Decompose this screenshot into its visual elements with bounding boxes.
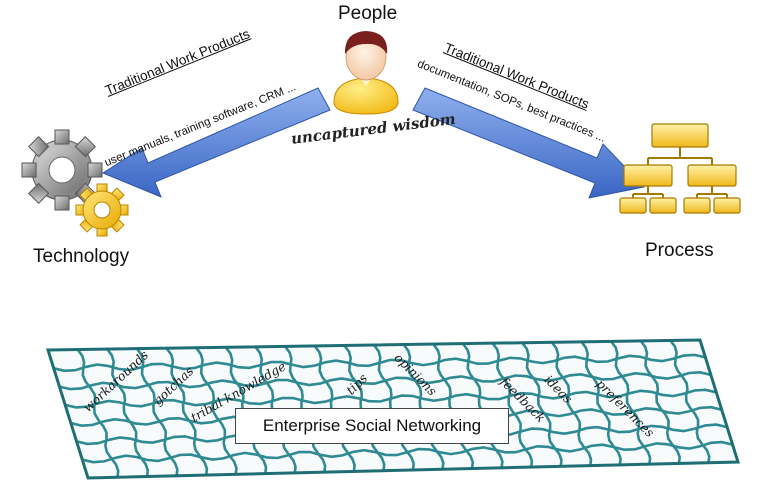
net-column-strand: [520, 341, 563, 468]
net-column-strand: [432, 342, 475, 470]
process-label: Process: [645, 240, 714, 261]
net-column-strand: [461, 342, 504, 470]
net-column-strand: [194, 346, 238, 476]
right-arrow: [412, 87, 645, 199]
net-column-strand: [491, 341, 534, 469]
net-column-strand: [550, 341, 593, 467]
net-column-strand: [372, 343, 416, 472]
people-label: People: [338, 3, 398, 24]
net-column-strand: [76, 348, 120, 479]
left-arrow: [101, 87, 331, 198]
technology-label: Technology: [33, 246, 130, 267]
net-column-strand: [135, 347, 179, 478]
net-column-strand: [106, 347, 150, 478]
net-column-strand: [165, 346, 209, 477]
enterprise-social-networking-box: Enterprise Social Networking: [235, 408, 509, 444]
person-icon: [333, 31, 399, 115]
net-column-strand: [609, 340, 652, 466]
net-column-strand: [580, 340, 622, 467]
net-column-strand: [639, 339, 682, 465]
net-column-strand: [402, 343, 445, 471]
net-column-strand: [669, 339, 711, 464]
org-chart-icon: [619, 123, 741, 214]
gears-icon: [21, 129, 129, 237]
